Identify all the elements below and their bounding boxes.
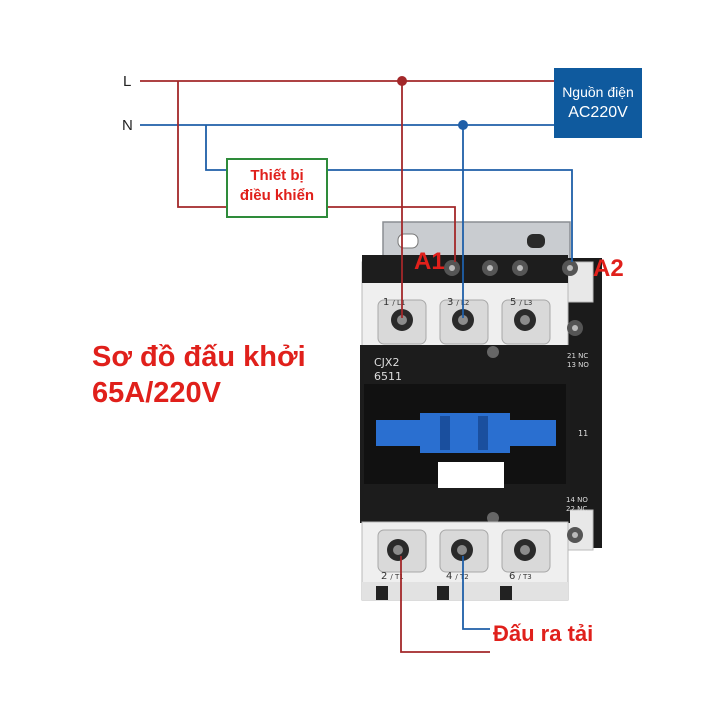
terminal-label-bottom-2: 2/ T1	[381, 571, 404, 582]
contactor: 1/ L1 3/ L2 5/ L3 2/ T1 4/ T2 6/ T3 CJX2…	[360, 221, 602, 601]
control-device-box: Thiết bị điều khiển	[226, 158, 328, 218]
wire-control-to-a2	[326, 169, 573, 262]
control-device-line-2: điều khiển	[239, 187, 315, 204]
wire-output-t1	[400, 556, 490, 653]
wire-neutral-to-control	[205, 125, 226, 171]
aux-label-14no: 14 NO	[566, 496, 588, 504]
mounting-hole-right	[527, 234, 545, 248]
blue-actuator	[376, 413, 556, 453]
terminal-label-bottom-6: 6/ T3	[509, 571, 532, 582]
indicator-window	[438, 462, 504, 488]
bottom-screws	[387, 527, 583, 561]
wires	[140, 80, 573, 653]
top-screws	[391, 260, 583, 336]
diagram-title-line-1: Sơ đồ đấu khởi	[92, 341, 306, 373]
diagram-title-line-2: 65A/220V	[92, 377, 221, 409]
coil-marker-a1: A1	[414, 248, 445, 275]
junction-dot-neutral	[458, 120, 468, 130]
terminal-label-bottom-4: 4/ T2	[446, 571, 469, 582]
mounting-hole-left	[397, 233, 419, 249]
wire-line-to-control	[177, 81, 226, 208]
wire-output-t2	[462, 556, 490, 630]
power-source-box: Nguồn điện AC220V	[554, 68, 642, 138]
aux-label-13no: 13 NO	[567, 361, 589, 369]
terminal-label-top-1: 1/ L1	[383, 297, 405, 308]
control-device-line-1: Thiết bị	[250, 167, 304, 184]
model-line-2: 6511	[374, 370, 402, 383]
rail-label-neutral: N	[122, 117, 133, 134]
power-source-line-1: Nguồn điện	[562, 84, 634, 100]
power-source-line-2: AC220V	[568, 104, 628, 121]
rail-label-line: L	[123, 73, 132, 90]
terminal-label-top-3: 3/ L2	[447, 297, 469, 308]
load-output-label: Đấu ra tải	[493, 621, 594, 646]
coil-marker-a2: A2	[593, 255, 624, 282]
wire-control-to-a1	[326, 206, 456, 262]
aux-label-22nc: 22 NC	[566, 505, 587, 513]
model-line-1: CJX2	[374, 356, 399, 369]
aux-label-11: 11	[578, 429, 588, 438]
aux-label-21nc: 21 NC	[567, 352, 588, 360]
terminal-label-top-5: 5/ L3	[510, 297, 532, 308]
bottom-terminal-wells	[377, 529, 551, 573]
junction-dot-line	[397, 76, 407, 86]
